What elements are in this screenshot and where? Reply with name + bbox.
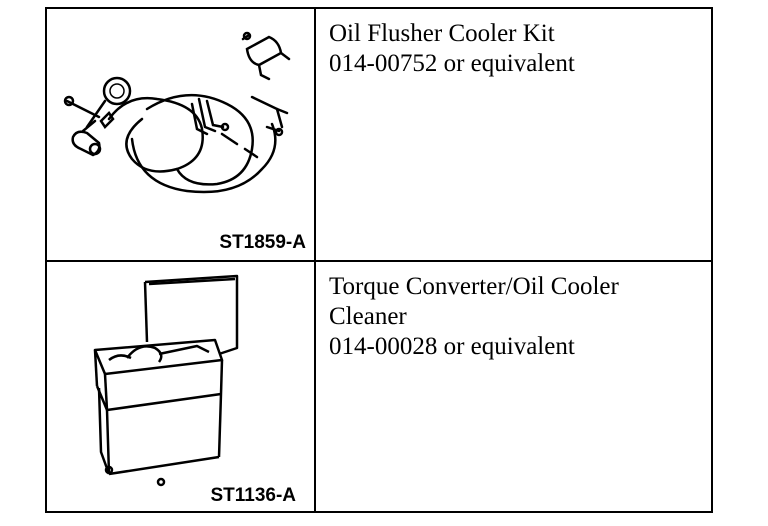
tool-name: Oil Flusher Cooler Kit xyxy=(329,20,555,47)
tool-description: Oil Flusher Cooler Kit 014-00752 or equi… xyxy=(316,9,711,260)
oil-flusher-kit-icon xyxy=(63,31,291,194)
tool-table: ST1859-A Oil Flusher Cooler Kit 014-0075… xyxy=(45,7,713,513)
tool-image-cell: ST1859-A xyxy=(47,9,316,260)
part-number: 014-00752 or equivalent xyxy=(329,50,575,77)
tool-description: Torque Converter/Oil Cooler Cleaner 014-… xyxy=(316,262,711,513)
tool-row: ST1136-A Torque Converter/Oil Cooler Cle… xyxy=(47,262,711,513)
cooler-cleaner-tank-icon xyxy=(93,274,239,487)
tool-row: ST1859-A Oil Flusher Cooler Kit 014-0075… xyxy=(47,9,711,262)
figure-id: ST1136-A xyxy=(210,485,296,506)
tool-name: Torque Converter/Oil Cooler xyxy=(329,273,619,300)
tool-name-continued: Cleaner xyxy=(329,303,407,330)
figure-id: ST1859-A xyxy=(219,232,306,253)
tool-image-cell: ST1136-A xyxy=(47,262,316,513)
part-number: 014-00028 or equivalent xyxy=(329,333,575,360)
